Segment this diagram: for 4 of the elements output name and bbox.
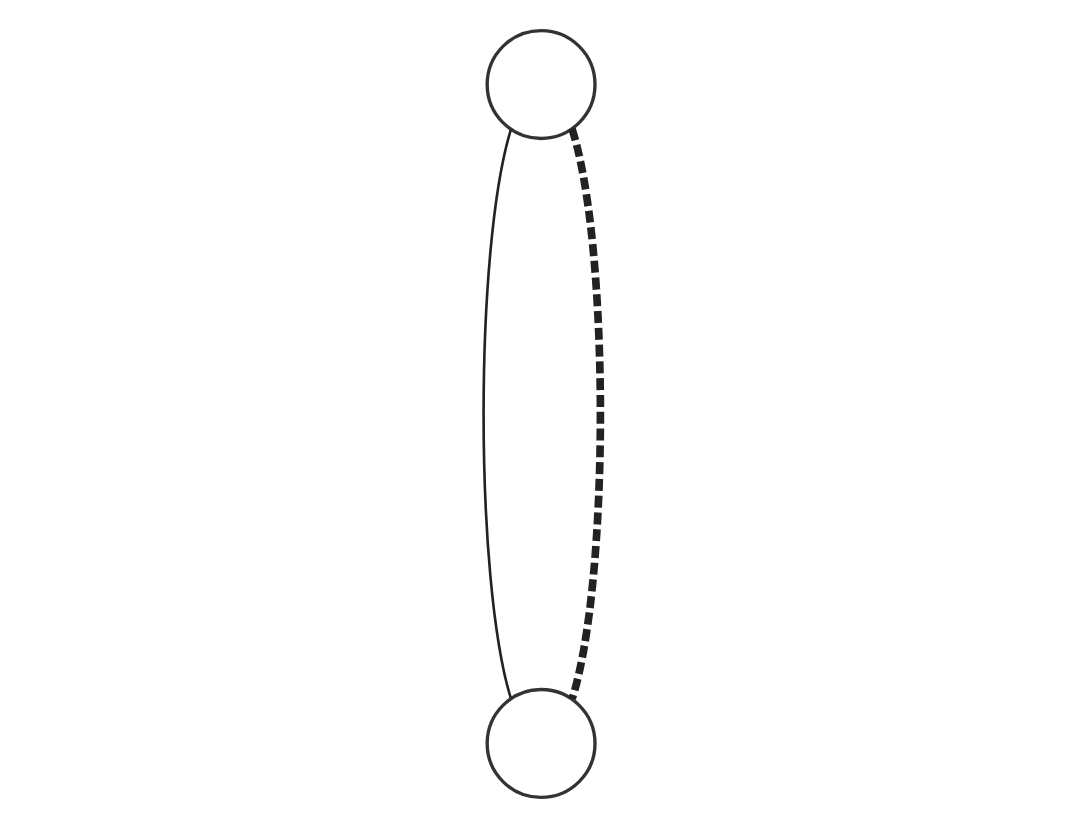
node-circle xyxy=(485,28,597,141)
node-circle xyxy=(485,687,597,800)
connector xyxy=(482,129,513,699)
connector xyxy=(568,127,605,700)
